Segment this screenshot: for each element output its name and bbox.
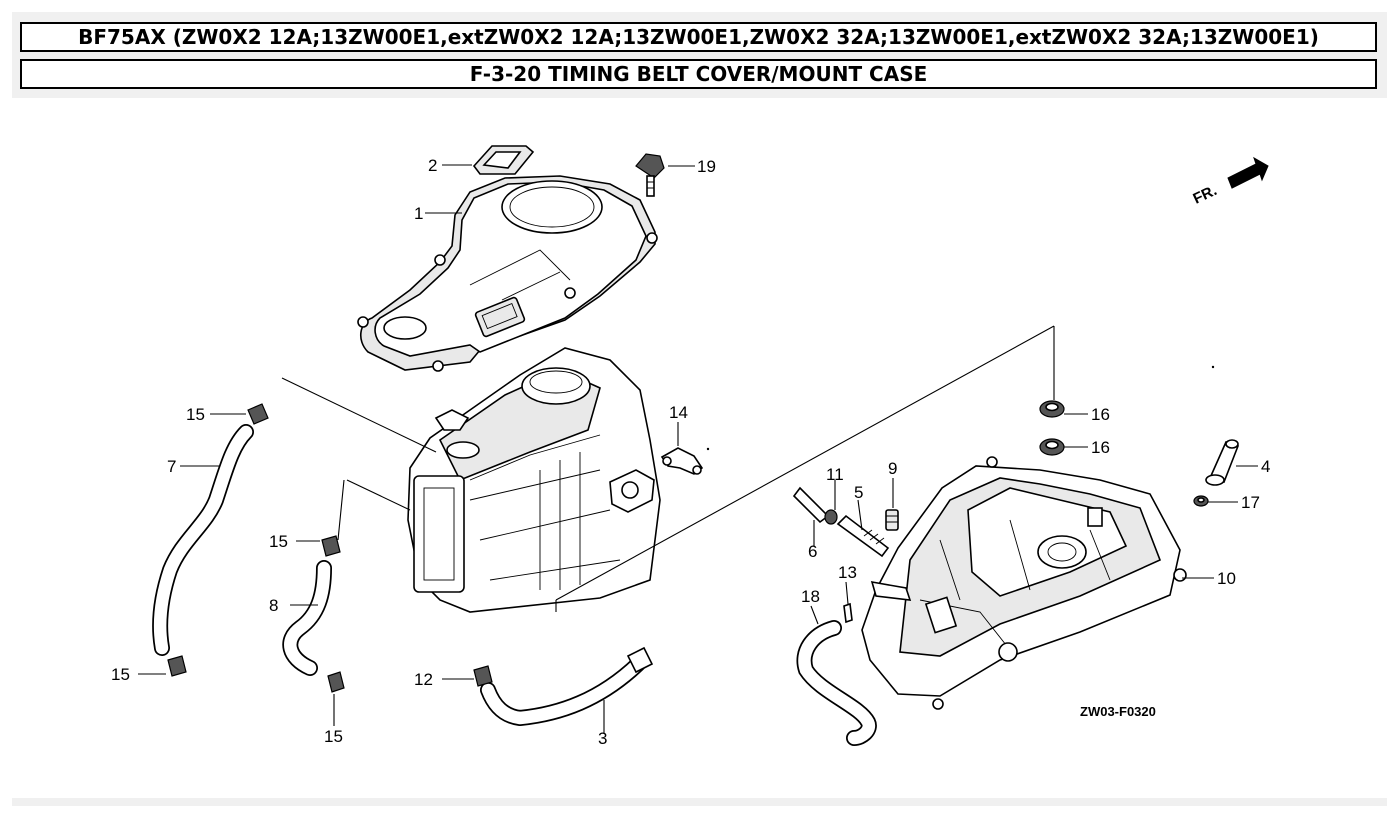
o-ring[interactable] bbox=[1193, 495, 1209, 507]
svg-text:10: 10 bbox=[1217, 569, 1236, 588]
callout-16-top: 16 bbox=[1091, 405, 1110, 424]
svg-text:19: 19 bbox=[697, 157, 716, 176]
svg-text:17: 17 bbox=[1241, 493, 1260, 512]
water-hose-18[interactable] bbox=[796, 620, 877, 746]
hose-clamp[interactable] bbox=[167, 403, 345, 693]
shift-rod-parts[interactable] bbox=[792, 486, 899, 624]
diagram-reference-code: ZW03-F0320 bbox=[1080, 704, 1156, 719]
svg-text:6: 6 bbox=[808, 542, 817, 561]
svg-text:15: 15 bbox=[324, 727, 343, 746]
flange-bolt[interactable] bbox=[635, 153, 665, 197]
cover-grommet[interactable] bbox=[472, 145, 535, 175]
svg-text:8: 8 bbox=[269, 596, 278, 615]
callout-3: 3 bbox=[598, 729, 607, 748]
water-hose-8[interactable] bbox=[282, 560, 332, 676]
callout-14: 14 bbox=[669, 403, 688, 422]
callout-18: 18 bbox=[801, 587, 820, 606]
model-title: BF75AX (ZW0X2 12A;13ZW00E1,extZW0X2 12A;… bbox=[20, 22, 1377, 52]
svg-text:18: 18 bbox=[801, 587, 820, 606]
svg-text:7: 7 bbox=[167, 457, 176, 476]
svg-text:12: 12 bbox=[414, 670, 433, 689]
callout-16-bottom: 16 bbox=[1091, 438, 1110, 457]
svg-text:5: 5 bbox=[854, 483, 863, 502]
hose-clamp-12[interactable] bbox=[473, 665, 493, 687]
callout-15-top: 15 bbox=[186, 405, 205, 424]
callout-15-left: 15 bbox=[111, 665, 130, 684]
svg-text:2: 2 bbox=[428, 156, 437, 175]
svg-text:4: 4 bbox=[1261, 457, 1270, 476]
speck bbox=[1211, 365, 1215, 369]
callout-2: 2 bbox=[428, 156, 437, 175]
water-hose-7[interactable] bbox=[152, 424, 254, 656]
svg-text:16: 16 bbox=[1091, 405, 1110, 424]
front-direction-label: FR. bbox=[1191, 182, 1220, 208]
svg-text:15: 15 bbox=[186, 405, 205, 424]
callout-1: 1 bbox=[414, 204, 423, 223]
callout-4: 4 bbox=[1261, 457, 1270, 476]
svg-text:15: 15 bbox=[269, 532, 288, 551]
svg-text:14: 14 bbox=[669, 403, 688, 422]
svg-text:13: 13 bbox=[838, 563, 857, 582]
svg-text:3: 3 bbox=[598, 729, 607, 748]
svg-text:15: 15 bbox=[111, 665, 130, 684]
callout-19: 19 bbox=[697, 157, 716, 176]
callout-5: 5 bbox=[854, 483, 863, 502]
svg-text:11: 11 bbox=[826, 465, 844, 484]
front-direction-arrow-icon: FR. bbox=[1191, 156, 1269, 208]
callout-15-mid: 15 bbox=[269, 532, 288, 551]
callout-17: 17 bbox=[1241, 493, 1260, 512]
svg-text:1: 1 bbox=[414, 204, 423, 223]
hose-clip[interactable] bbox=[660, 447, 704, 475]
svg-text:9: 9 bbox=[888, 459, 897, 478]
section-title: F-3-20 TIMING BELT COVER/MOUNT CASE bbox=[20, 59, 1377, 89]
callout-12: 12 bbox=[414, 670, 433, 689]
timing-belt-cover[interactable] bbox=[357, 175, 658, 372]
mount-case[interactable] bbox=[861, 456, 1187, 710]
callout-10: 10 bbox=[1217, 569, 1236, 588]
callout-15-bottom: 15 bbox=[324, 727, 343, 746]
footer-band bbox=[12, 798, 1387, 806]
callout-7: 7 bbox=[167, 457, 176, 476]
callout-11: 11 bbox=[826, 465, 844, 484]
oil-seal[interactable] bbox=[1039, 400, 1065, 456]
mount-block[interactable] bbox=[407, 347, 661, 613]
callout-6: 6 bbox=[808, 542, 817, 561]
callout-9: 9 bbox=[888, 459, 897, 478]
water-hose-3[interactable] bbox=[480, 646, 654, 727]
water-joint[interactable] bbox=[1205, 439, 1240, 486]
callout-13: 13 bbox=[838, 563, 857, 582]
svg-text:16: 16 bbox=[1091, 438, 1110, 457]
callout-8: 8 bbox=[269, 596, 278, 615]
speck bbox=[706, 447, 710, 451]
